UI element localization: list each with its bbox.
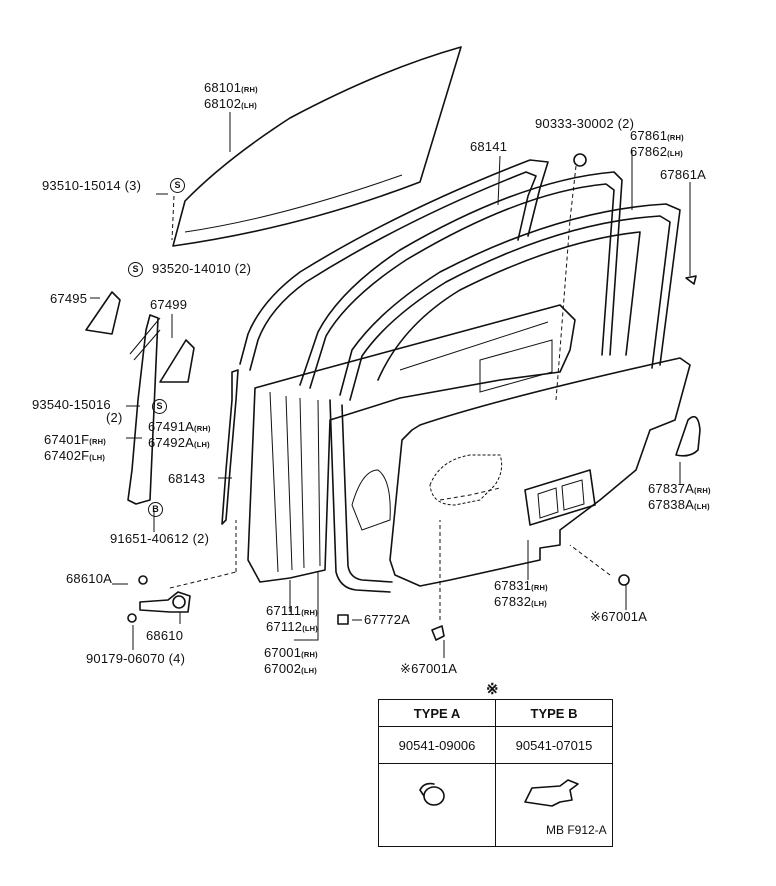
label-93510: 93510-15014 (3) <box>42 178 142 193</box>
type-a-part-number: 90541-09006 <box>378 726 496 764</box>
label-67861: 67861(RH) <box>630 128 684 143</box>
label-93540: 93540-15016 <box>32 397 111 412</box>
label-67862: 67862(LH) <box>630 144 683 159</box>
label-67112: 67112(LH) <box>266 619 318 634</box>
label-67111: 67111(RH) <box>266 603 318 618</box>
label-91651: 91651-40612 (2) <box>110 531 210 546</box>
label-68610a: 68610A <box>66 571 113 586</box>
door-panel <box>247 304 576 583</box>
label-67001: 67001(RH) <box>264 645 318 660</box>
label-67002: 67002(LH) <box>264 661 317 676</box>
front-frame <box>127 314 159 505</box>
label-run-channel: 68141 <box>470 139 508 154</box>
label-glass-lh: 68102(LH) <box>204 96 257 111</box>
door-trim-panel <box>389 357 691 587</box>
label-67837a: 67837A(RH) <box>648 481 711 496</box>
clip-type-table: TYPE A TYPE B 90541-09006 90541-07015 <box>378 699 613 847</box>
label-90179: 90179-06070 (4) <box>86 651 186 666</box>
note-mark: ※ <box>486 681 499 698</box>
label-68143: 68143 <box>168 471 206 486</box>
type-a-header: TYPE A <box>378 699 496 727</box>
bolt-symbol-icon: B <box>148 502 163 517</box>
door-check <box>139 591 191 613</box>
label-67492a: 67492A(LH) <box>148 435 210 450</box>
screw-symbol-icon: S <box>152 399 167 414</box>
label-67861a: 67861A <box>660 167 707 182</box>
door-pocket <box>675 415 701 457</box>
label-67499: 67499 <box>150 297 188 312</box>
label-67491a: 67491A(RH) <box>148 419 211 434</box>
corner-cover-67495 <box>85 291 121 335</box>
screw-symbol-icon: S <box>170 178 185 193</box>
drawing-code: MB F912-A <box>546 823 607 837</box>
label-67831: 67831(RH) <box>494 578 548 593</box>
type-b-part-number: 90541-07015 <box>495 726 613 764</box>
label-67838a: 67838A(LH) <box>648 497 710 512</box>
label-90333: 90333-30002 (2) <box>535 116 635 131</box>
label-67495: 67495 <box>50 291 88 306</box>
door-weatherstrip <box>299 171 623 386</box>
label-67001a-right: ※67001A <box>590 609 648 624</box>
corner-cover-67491a <box>159 339 195 383</box>
label-67402f: 67402F(LH) <box>44 448 106 463</box>
label-glass: 68101(RH) <box>204 80 258 95</box>
type-b-header: TYPE B <box>495 699 613 727</box>
run-channel <box>239 159 549 365</box>
label-67832: 67832(LH) <box>494 594 547 609</box>
screw-symbol-icon: S <box>128 262 143 277</box>
label-67772a: 67772A <box>364 612 411 627</box>
label-68610: 68610 <box>146 628 184 643</box>
type-a-picture <box>378 763 496 847</box>
type-b-picture <box>495 763 613 847</box>
label-67401f: 67401F(RH) <box>44 432 106 447</box>
lower-channel <box>221 369 239 525</box>
label-93520: 93520-14010 (2) <box>152 261 252 276</box>
door-glass <box>172 46 462 247</box>
label-93540-qty: (2) <box>106 410 123 425</box>
label-67001a-bottom: ※67001A <box>400 661 458 676</box>
